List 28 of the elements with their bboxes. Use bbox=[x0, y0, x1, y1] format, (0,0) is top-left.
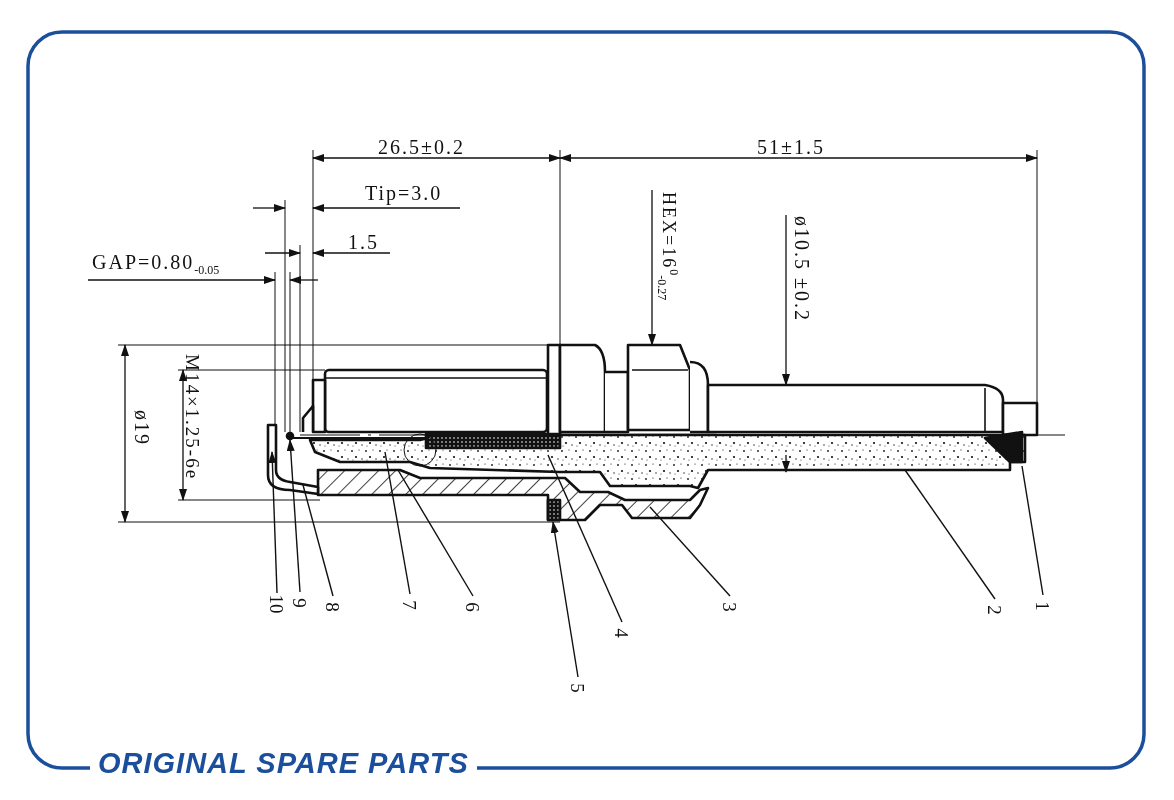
dimension-text: ø19 bbox=[132, 410, 152, 446]
leader-line bbox=[268, 451, 278, 594]
leader-line bbox=[384, 451, 411, 595]
dimension-text: Tip=3.0 bbox=[365, 183, 443, 203]
leader-line bbox=[904, 469, 996, 600]
dimension-text: ø10.5 ±0.2 bbox=[792, 216, 812, 322]
dimension-text: 51±1.5 bbox=[757, 137, 825, 157]
leader-line bbox=[550, 521, 579, 678]
leader-line bbox=[397, 469, 474, 597]
callout-number: 8 bbox=[322, 596, 344, 618]
leader-line bbox=[1021, 465, 1044, 596]
leader-line bbox=[302, 484, 334, 597]
dimension-text: 1.5 bbox=[348, 232, 379, 252]
callout-number: 2 bbox=[984, 599, 1006, 621]
leader-line bbox=[649, 506, 731, 597]
callout-number: 1 bbox=[1032, 595, 1054, 617]
callout-number: 4 bbox=[611, 622, 633, 644]
callout-number: 3 bbox=[719, 596, 741, 618]
callout-number: 6 bbox=[462, 596, 484, 618]
dimension-text: M14×1.25-6e bbox=[183, 354, 202, 481]
callout-number: 10 bbox=[266, 593, 288, 615]
leader-line bbox=[286, 439, 301, 593]
callout-number: 5 bbox=[567, 677, 589, 699]
leader-line bbox=[547, 454, 623, 623]
callout-number: 7 bbox=[399, 594, 421, 616]
dimension-text: 26.5±0.2 bbox=[378, 137, 465, 157]
dimension-text: GAP=0.80$_{-0.05}$ bbox=[92, 252, 220, 276]
callout-number: 9 bbox=[289, 592, 311, 614]
